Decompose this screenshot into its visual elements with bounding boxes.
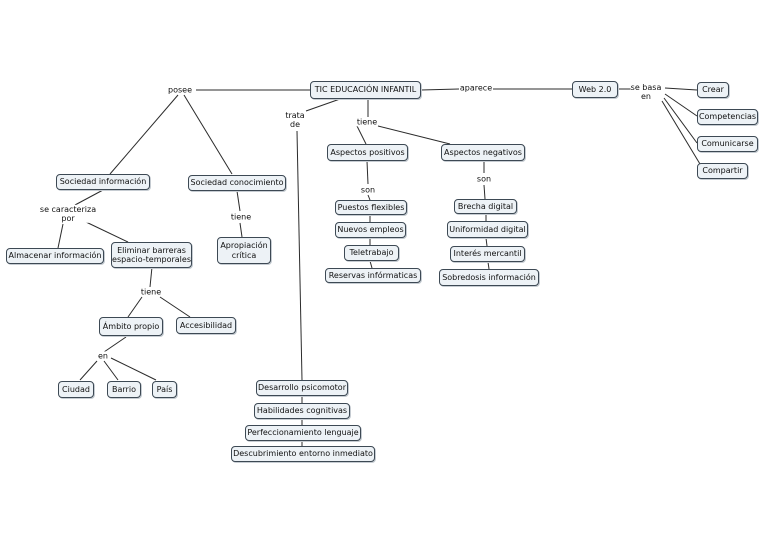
link-label-trata: trata bbox=[285, 110, 305, 120]
link-label-se-caracteriza: se caracteriza bbox=[39, 204, 97, 214]
node-soc-info[interactable]: Sociedad información bbox=[56, 174, 150, 190]
node-root[interactable]: TIC EDUCACIÓN INFANTIL bbox=[310, 81, 421, 99]
link-label-tiene-root: tiene bbox=[356, 117, 378, 127]
line-root-trata bbox=[305, 98, 341, 112]
line-sebasa-comunicarse bbox=[663, 97, 698, 144]
line-secaract-eliminar bbox=[85, 221, 129, 243]
node-reservas[interactable]: Reservas infórmaticas bbox=[325, 268, 421, 283]
line-teletrabajo-reservas bbox=[369, 260, 373, 269]
line-interes-sobredosis bbox=[487, 261, 490, 270]
node-ambito[interactable]: Ámbito propio bbox=[99, 317, 163, 336]
node-eliminar-line1: Eliminar barreras bbox=[117, 245, 186, 255]
line-son-puestos bbox=[367, 194, 371, 201]
line-en-ciudad bbox=[79, 360, 98, 381]
node-interes[interactable]: Interés mercantil bbox=[450, 246, 525, 262]
line-uniformidad-interes bbox=[485, 237, 488, 247]
node-competencias[interactable]: Competencias bbox=[697, 109, 758, 125]
link-label-tiene-conoc: tiene bbox=[230, 212, 252, 222]
line-tiene-negativos bbox=[377, 125, 451, 145]
link-label-tiene-elim: tiene bbox=[140, 287, 162, 297]
node-desarrollo[interactable]: Desarrollo psicomotor bbox=[256, 380, 348, 396]
node-eliminar[interactable]: Eliminar barreras espacio-temporales bbox=[111, 242, 192, 268]
link-label-por: por bbox=[61, 214, 75, 223]
link-label-en-web: en bbox=[641, 92, 651, 101]
line-posee-socconoc bbox=[183, 94, 233, 175]
node-apropiacion-line2: crítica bbox=[231, 250, 257, 260]
node-almacenar[interactable]: Almacenar información bbox=[6, 248, 104, 264]
line-trata-desarrollo bbox=[296, 130, 303, 381]
node-barrio[interactable]: Barrio bbox=[107, 381, 141, 398]
node-descubrimiento[interactable]: Descubrimiento entorno inmediato bbox=[231, 446, 375, 462]
node-eliminar-line2: espacio-temporales bbox=[112, 255, 191, 264]
node-sobredosis[interactable]: Sobredosis información bbox=[439, 269, 539, 286]
node-accesibilidad[interactable]: Accesibilidad bbox=[176, 317, 236, 334]
line-posee-socinfo bbox=[109, 94, 179, 175]
node-aspectos-positivos[interactable]: Aspectos positivos bbox=[327, 144, 408, 161]
link-label-son-negativos: son bbox=[476, 174, 492, 184]
node-ciudad[interactable]: Ciudad bbox=[58, 381, 94, 398]
line-son-brecha bbox=[483, 184, 486, 200]
node-teletrabajo[interactable]: Teletrabajo bbox=[344, 245, 399, 261]
link-label-posee: posee bbox=[168, 85, 192, 95]
line-socinfo-secaract bbox=[74, 189, 104, 206]
line-socconoc-tiene bbox=[236, 190, 241, 212]
line-sebasa-crear bbox=[664, 87, 698, 91]
node-habilidades[interactable]: Habilidades cognitivas bbox=[254, 403, 350, 419]
node-brecha[interactable]: Brecha digital bbox=[454, 199, 517, 214]
line-sebasa-compartir bbox=[661, 100, 701, 165]
link-label-son-positivos: son bbox=[360, 185, 376, 195]
node-soc-conoc[interactable]: Sociedad conocimiento bbox=[188, 175, 286, 191]
link-label-se-basa-en: se basa en bbox=[630, 82, 662, 102]
node-apropiacion[interactable]: Apropiación crítica bbox=[217, 237, 271, 264]
node-compartir[interactable]: Compartir bbox=[697, 163, 748, 179]
node-perfeccionamiento[interactable]: Perfeccionamiento lenguaje bbox=[245, 425, 361, 441]
line-tiene-positivos bbox=[356, 125, 367, 145]
node-pais[interactable]: País bbox=[152, 381, 177, 398]
link-label-en: en bbox=[98, 351, 108, 361]
line-eliminar-tiene bbox=[149, 266, 153, 288]
line-ambito-en bbox=[103, 336, 127, 353]
node-nuevos[interactable]: Nuevos empleos bbox=[335, 222, 406, 238]
node-apropiacion-line1: Apropiación bbox=[220, 241, 268, 251]
line-secaract-almacenar bbox=[57, 223, 64, 249]
line-tiene-apropiacion bbox=[239, 222, 243, 238]
link-label-aparece: aparece bbox=[459, 83, 493, 93]
link-label-trata-de: trata de bbox=[285, 110, 305, 130]
line-sebasa-competencias bbox=[664, 93, 698, 117]
node-aspectos-negativos[interactable]: Aspectos negativos bbox=[441, 144, 525, 161]
node-web20[interactable]: Web 2.0 bbox=[572, 81, 618, 98]
link-label-se-caracteriza-por: se caracteriza por bbox=[39, 204, 97, 224]
line-tiene-accesibilidad bbox=[159, 296, 191, 318]
node-uniformidad[interactable]: Uniformidad digital bbox=[447, 221, 528, 238]
line-en-barrio bbox=[103, 360, 119, 381]
link-label-se-basa: se basa bbox=[630, 82, 662, 92]
link-label-de: de bbox=[290, 120, 300, 129]
line-root-aparece bbox=[420, 88, 460, 91]
line-en-pais bbox=[110, 357, 157, 381]
node-crear[interactable]: Crear bbox=[697, 82, 729, 98]
line-tiene-ambito bbox=[127, 296, 143, 318]
line-positivos-son bbox=[366, 160, 369, 185]
node-puestos[interactable]: Puestos flexibles bbox=[335, 200, 407, 215]
node-comunicarse[interactable]: Comunicarse bbox=[697, 136, 758, 152]
